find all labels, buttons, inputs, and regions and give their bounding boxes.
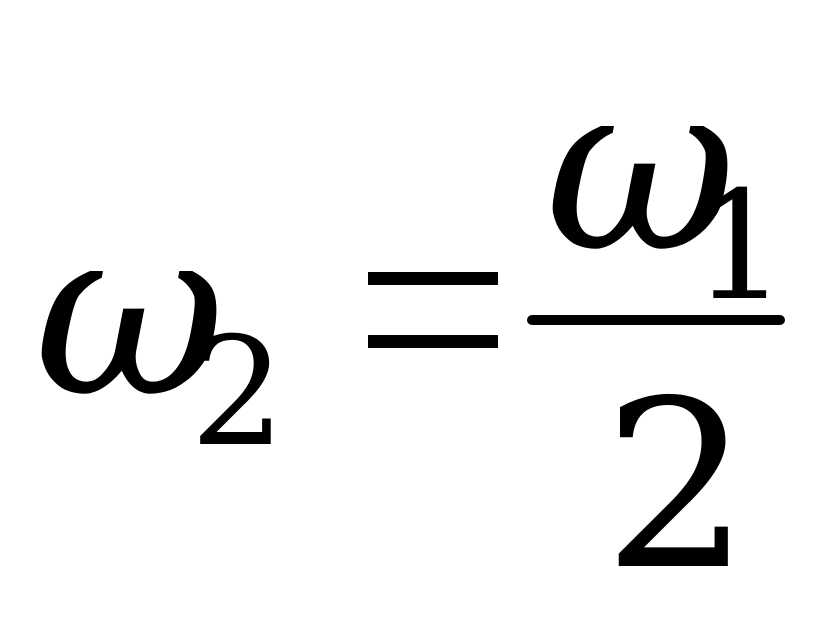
numerator-subscript: 1: [692, 160, 788, 334]
equals-bar-bottom: [368, 335, 498, 348]
lhs-omega-symbol: ω: [34, 176, 226, 449]
equation: ω 2 ω 1 2: [34, 31, 788, 621]
lhs-subscript: 2: [190, 306, 286, 480]
equals-bar-top: [368, 272, 498, 285]
equals-sign: [368, 272, 498, 348]
fraction-bar: [527, 315, 785, 325]
numerator-omega-symbol: ω: [545, 31, 737, 304]
denominator: 2: [603, 351, 751, 621]
